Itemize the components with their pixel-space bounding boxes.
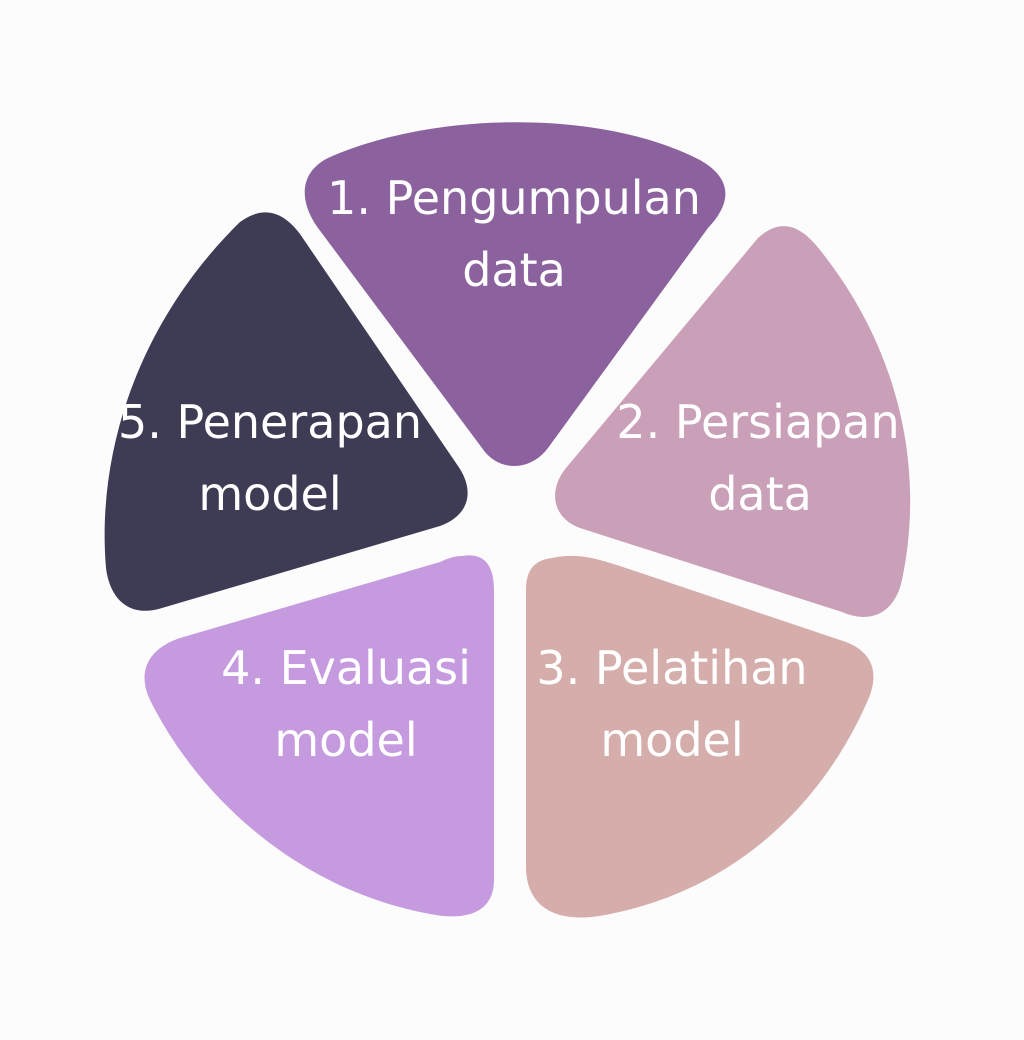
segment-penerapan-model-label-line2: model bbox=[198, 467, 341, 521]
segment-pelatihan-model-shape bbox=[526, 555, 874, 918]
segment-persiapan-data-shape bbox=[555, 226, 911, 617]
segment-pengumpulan-data-label-line1: 1. Pengumpulan bbox=[327, 171, 701, 225]
segment-persiapan-data-label-line2: data bbox=[708, 467, 812, 521]
segment-pelatihan-model-label-line1: 3. Pelatihan bbox=[536, 641, 807, 695]
segment-evaluasi-model: 4. Evaluasi model bbox=[144, 555, 494, 917]
segment-penerapan-model: 5. Penerapan model bbox=[104, 212, 468, 611]
segment-persiapan-data: 2. Persiapan data bbox=[555, 226, 911, 617]
segment-pengumpulan-data-shape bbox=[304, 122, 726, 466]
segment-pelatihan-model: 3. Pelatihan model bbox=[526, 555, 874, 918]
segment-evaluasi-model-shape bbox=[144, 555, 494, 917]
segment-pelatihan-model-label-line2: model bbox=[600, 713, 743, 767]
segment-persiapan-data-label-line1: 2. Persiapan bbox=[616, 395, 899, 449]
segment-penerapan-model-label-line1: 5. Penerapan bbox=[118, 395, 422, 449]
segment-evaluasi-model-label-line2: model bbox=[274, 713, 417, 767]
segment-pengumpulan-data-label-line2: data bbox=[462, 243, 566, 297]
segment-penerapan-model-shape bbox=[104, 212, 468, 611]
segment-evaluasi-model-label-line1: 4. Evaluasi bbox=[221, 641, 471, 695]
segment-pengumpulan-data: 1. Pengumpulan data bbox=[304, 122, 726, 466]
